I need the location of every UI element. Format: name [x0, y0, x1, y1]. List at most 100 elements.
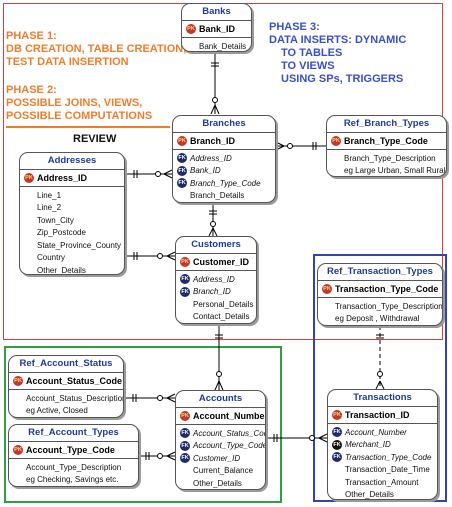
entity-customers-field: Contact_Details [193, 312, 250, 322]
entity-addresses-pk: Address_ID [37, 173, 88, 183]
entity-branches-pk-row: PK Branch_ID [173, 133, 275, 150]
entity-ref-branch-types-pk-row: PK Branch_Type_Code [327, 133, 446, 150]
entity-ref-transaction-types-pk: Transaction_Type_Code [335, 284, 439, 294]
entity-banks-pk-row: PK Bank_ID [182, 21, 251, 38]
entity-transactions-field: Other_Details [345, 490, 394, 500]
entity-ref-transaction-types-field: eg Deposit , Withdrawal [335, 314, 420, 324]
entity-ref-account-status-field: Account_Status_Description [26, 393, 124, 403]
entity-addresses-field: Line_2 [37, 203, 62, 213]
entity-transactions-pk-row: PK Transaction_ID [328, 407, 437, 424]
entity-ref-account-status-pk: Account_Status_Code [26, 376, 123, 386]
entity-ref-branch-types-title: Ref_Branch_Types [327, 116, 446, 133]
phase3-text: PHASE 3: DATA INSERTS: DYNAMIC TO TABLES… [269, 21, 406, 86]
entity-addresses[interactable]: Addresses PK Address_ID Line_1 Line_2 To… [19, 152, 125, 275]
primary-key-icon: PK [177, 136, 187, 146]
entity-addresses-field: Zip_Postcode [37, 228, 86, 238]
foreign-key-icon: FK [180, 453, 190, 464]
phase2-green-frame [4, 346, 282, 503]
phase1-text: PHASE 1: DB CREATION, TABLE CREATION, TE… [6, 30, 186, 69]
entity-banks-pk: Bank_ID [199, 24, 236, 34]
foreign-key-icon: FK [177, 165, 187, 176]
entity-ref-account-status-field: eg Active, Closed [26, 406, 88, 416]
primary-key-icon: PK [331, 136, 341, 146]
foreign-key-icon: FK [177, 178, 187, 189]
primary-key-icon: PK [13, 376, 23, 386]
entity-ref-transaction-types-pk-row: PK Transaction_Type_Code [318, 281, 442, 298]
foreign-key-icon: FK [180, 274, 190, 285]
entity-ref-transaction-types-field: Transaction_Type_Description [335, 301, 443, 311]
primary-key-icon: PK [180, 411, 190, 421]
entity-accounts-field: Other_Details [193, 478, 242, 488]
review-label: REVIEW [73, 133, 117, 145]
phase2-line2: POSSIBLE COMPUTATIONS [6, 110, 153, 122]
entity-ref-account-status-title: Ref_Account_Status [9, 356, 123, 373]
foreign-key-icon: FK [332, 427, 342, 438]
entity-ref-account-types[interactable]: Ref_Account_Types PK Account_Type_Code A… [8, 424, 139, 487]
entity-ref-account-status-pk-row: PK Account_Status_Code [9, 373, 123, 390]
entity-ref-account-types-field: Account_Type_Description [26, 462, 122, 472]
phase2-text: PHASE 2: POSSIBLE JOINS, VIEWS, POSSIBLE… [6, 84, 152, 123]
phase3-line3: TO VIEWS [281, 60, 335, 72]
entity-branches-field: Branch_Details [190, 191, 245, 201]
foreign-key-icon: FK [180, 440, 190, 451]
entity-ref-branch-types-field: Branch_Type_Description [344, 153, 436, 163]
entity-banks[interactable]: Banks PK Bank_ID Bank_Details [181, 3, 252, 52]
entity-ref-branch-types-field: eg Large Urban, Small Rural [344, 166, 446, 176]
foreign-key-icon: FK [332, 452, 342, 463]
entity-transactions-field: Transaction_Amount [345, 477, 419, 487]
phase3-line2: TO TABLES [281, 47, 343, 59]
entity-ref-account-status[interactable]: Ref_Account_Status PK Account_Status_Cod… [8, 355, 124, 418]
entity-ref-account-types-pk-row: PK Account_Type_Code [9, 442, 138, 459]
phase3-line1: DATA INSERTS: DYNAMIC [269, 34, 407, 46]
phase1-line2: TEST DATA INSERTION [6, 56, 129, 68]
entity-addresses-field: Other_Details [37, 265, 86, 275]
primary-key-icon: PK [180, 257, 190, 267]
entity-addresses-field: State_Province_County [37, 240, 122, 250]
entity-addresses-field: Country [37, 253, 66, 263]
entity-branches-pk: Branch_ID [190, 136, 236, 146]
primary-key-icon: PK [322, 284, 332, 294]
primary-key-icon: PK [332, 410, 342, 420]
entity-branches-title: Branches [173, 116, 275, 133]
phase2-title: PHASE 2: [6, 84, 57, 96]
phase3-line4: USING SPs, TRIGGERS [281, 73, 404, 85]
entity-ref-account-types-pk: Account_Type_Code [26, 445, 115, 455]
entity-customers-pk: Customer_ID [193, 257, 250, 267]
entity-transactions-field: Transaction_Date_Time [345, 465, 430, 475]
phase2-underline [6, 126, 170, 128]
entity-banks-field: Bank_Details [199, 41, 247, 51]
foreign-key-icon: FK [332, 439, 342, 450]
entity-accounts-pk-row: PK Account_Number [176, 408, 265, 425]
primary-key-icon: PK [13, 445, 23, 455]
phase3-title: PHASE 3: [269, 21, 320, 33]
entity-customers-title: Customers [176, 237, 256, 254]
primary-key-icon: PK [186, 24, 196, 34]
entity-ref-account-types-title: Ref_Account_Types [9, 425, 138, 442]
entity-accounts-pk: Account_Number [193, 411, 266, 421]
phase1-line1: DB CREATION, TABLE CREATION, [6, 43, 187, 55]
entity-addresses-field: Town_City [37, 215, 74, 225]
phase1-title: PHASE 1: [6, 30, 57, 42]
entity-ref-transaction-types[interactable]: Ref_Transaction_Types PK Transaction_Typ… [317, 263, 443, 326]
primary-key-icon: PK [24, 173, 34, 183]
entity-accounts-title: Accounts [176, 391, 265, 408]
entity-ref-branch-types[interactable]: Ref_Branch_Types PK Branch_Type_Code Bra… [326, 115, 447, 177]
entity-transactions-pk: Transaction_ID [345, 410, 410, 420]
entity-addresses-field: Line_1 [37, 190, 62, 200]
entity-ref-transaction-types-title: Ref_Transaction_Types [318, 264, 442, 281]
phase2-line1: POSSIBLE JOINS, VIEWS, [6, 97, 143, 109]
entity-customers-field: Personal_Details [193, 299, 254, 309]
